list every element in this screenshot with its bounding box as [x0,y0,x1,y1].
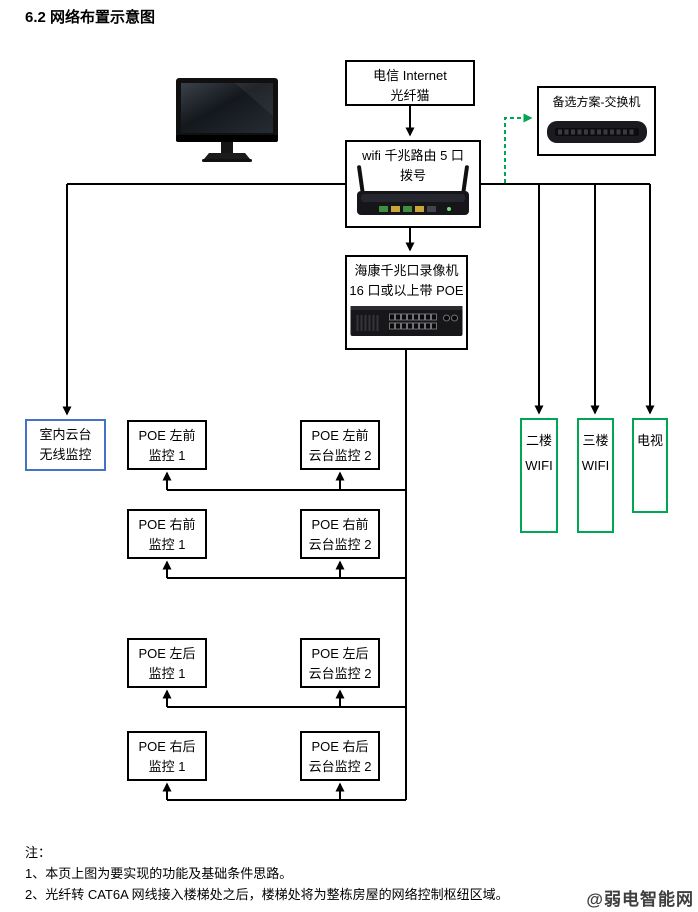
node-poe-right-front-cam1: POE 右前 监控 1 [127,509,207,559]
node-wifi-2nd-floor: 二楼 WIFI [520,418,558,533]
node-backup-switch: 备选方案-交换机 [537,86,656,156]
notes: 注： 1、本页上图为要实现的功能及基础条件思路。 2、光纤转 CAT6A 网线接… [25,843,509,906]
node-nvr-recorder: 海康千兆口录像机 16 口或以上带 POE [345,255,468,350]
node-label-line: POE 左前 [311,428,369,443]
watermark: @弱电智能网 [586,890,694,909]
node-label-line: 无线监控 [39,447,92,462]
node-wifi-router: wifi 千兆路由 5 口 拨号 [345,140,481,228]
page-title: 6.2 网络布置示意图 [25,9,156,26]
node-poe-right-front-ptz2: POE 右前 云台监控 2 [300,509,380,559]
node-fiber-modem: 电信 Internet 光纤猫 [345,60,475,106]
node-label-line: wifi 千兆路由 5 口 [362,148,464,163]
node-label-line: 光纤猫 [390,88,430,103]
node-label-line: POE 右后 [311,739,369,754]
node-label-line: 监控 1 [148,759,186,774]
node-label-line: POE 右前 [138,517,196,532]
node-label-line: 海康千兆口录像机 [354,263,459,278]
node-label-line: 云台监控 2 [308,666,372,681]
node-tv: 电视 [632,418,668,513]
node-label-line: POE 左后 [311,646,369,661]
node-label-line: POE 左后 [138,646,196,661]
node-label-line: 监控 1 [148,448,186,463]
node-label-line: 云台监控 2 [308,759,372,774]
node-label-line: WIFI [525,458,553,473]
router-icon [349,163,477,225]
node-indoor-ptz-camera: 室内云台 无线监控 [25,419,106,471]
note-item: 1、本页上图为要实现的功能及基础条件思路。 [25,866,293,881]
node-label-line: 拨号 [399,168,426,183]
node-poe-left-front-cam1: POE 左前 监控 1 [127,420,207,470]
node-label-line: 二楼 [525,433,552,448]
node-label-line: 三楼 [582,433,609,448]
node-label-line: 16 口或以上带 POE [349,283,464,298]
node-label-line: 备选方案-交换机 [552,95,641,109]
node-label-line: 监控 1 [148,666,186,681]
node-label-line: 监控 1 [148,537,186,552]
switch-icon [546,117,648,153]
notes-heading: 注： [25,845,52,860]
note-item: 2、光纤转 CAT6A 网线接入楼梯处之后，楼梯处将为整栋房屋的网络控制枢纽区域… [25,887,509,902]
node-label-line: POE 左前 [138,428,196,443]
node-label-line: WIFI [581,458,610,473]
node-label-line: POE 右后 [138,739,196,754]
node-poe-right-back-ptz2: POE 右后 云台监控 2 [300,731,380,781]
node-poe-left-back-ptz2: POE 左后 云台监控 2 [300,638,380,688]
monitor-image [175,78,280,171]
node-poe-right-back-cam1: POE 右后 监控 1 [127,731,207,781]
node-label-line: 云台监控 2 [308,448,372,463]
node-label-line: POE 右前 [311,517,369,532]
nvr-icon [349,301,464,347]
node-wifi-3rd-floor: 三楼 WIFI [577,418,614,533]
node-poe-left-front-ptz2: POE 左前 云台监控 2 [300,420,380,470]
node-label-line: 电信 Internet [373,68,447,83]
node-label-line: 电视 [636,433,663,448]
node-poe-left-back-cam1: POE 左后 监控 1 [127,638,207,688]
node-label-line: 室内云台 [39,427,92,442]
node-label-line: 云台监控 2 [308,537,372,552]
